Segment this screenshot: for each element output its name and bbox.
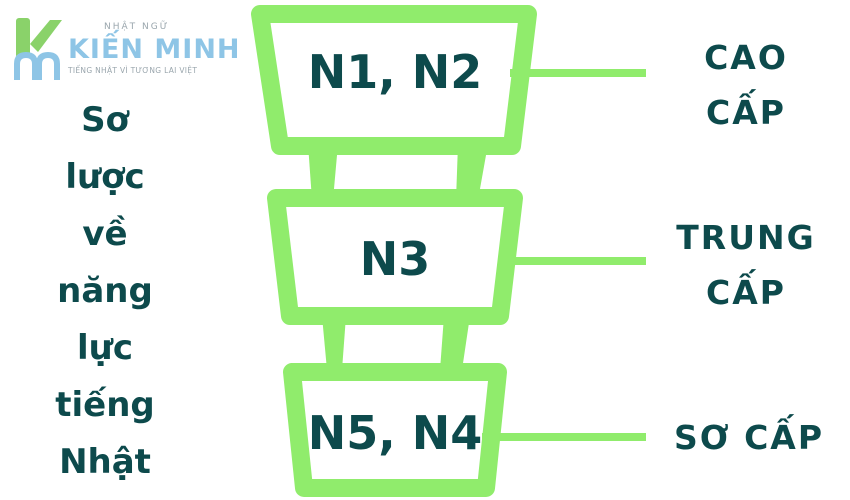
connector-2-3	[322, 316, 346, 370]
category-beginner-line: SƠ CẤP	[673, 418, 825, 457]
logo-brand-name: KIẾN MINH	[68, 34, 241, 65]
kiem-minh-k-logo-icon	[14, 18, 62, 80]
level-box-n3	[267, 189, 523, 325]
level-box-n1-n2	[251, 5, 537, 155]
connector-2-3b	[440, 316, 470, 370]
connector-1-2	[308, 144, 338, 200]
category-advanced-line: CẤP	[706, 93, 786, 132]
level-label-n3: N3	[360, 232, 431, 286]
side-title: Sơ lược về năng lực tiếng Nhật	[40, 92, 170, 491]
leader-line-intermediate	[498, 257, 646, 265]
category-intermediate-line: CẤP	[706, 273, 786, 312]
category-intermediate-line: TRUNG	[676, 218, 816, 257]
level-box-n5-n4	[283, 363, 507, 497]
side-title-word: lược	[65, 157, 145, 197]
category-beginner: SƠ CẤP	[656, 410, 842, 465]
category-intermediate: TRUNG CẤP	[664, 210, 828, 320]
side-title-word: năng	[57, 271, 153, 311]
side-title-word: về	[82, 214, 128, 254]
logo-tagline: TIẾNG NHẬT VÌ TƯƠNG LAI VIỆT	[68, 66, 198, 75]
side-title-word: lực	[76, 328, 133, 368]
category-advanced: CAO CẤP	[686, 30, 806, 140]
leader-line-beginner	[482, 433, 646, 441]
logo-small-text: NHẬT NGỮ	[104, 22, 170, 32]
level-label-n1-n2: N1, N2	[308, 45, 483, 99]
level-label-n5-n4: N5, N4	[308, 406, 483, 460]
side-title-word: Sơ	[81, 100, 129, 140]
brand-logo	[10, 14, 240, 94]
connector-1-2b	[456, 144, 488, 200]
side-title-word: tiếng	[55, 385, 155, 425]
category-advanced-line: CAO	[704, 38, 788, 77]
side-title-word: Nhật	[59, 442, 151, 482]
leader-line-advanced	[510, 69, 646, 77]
